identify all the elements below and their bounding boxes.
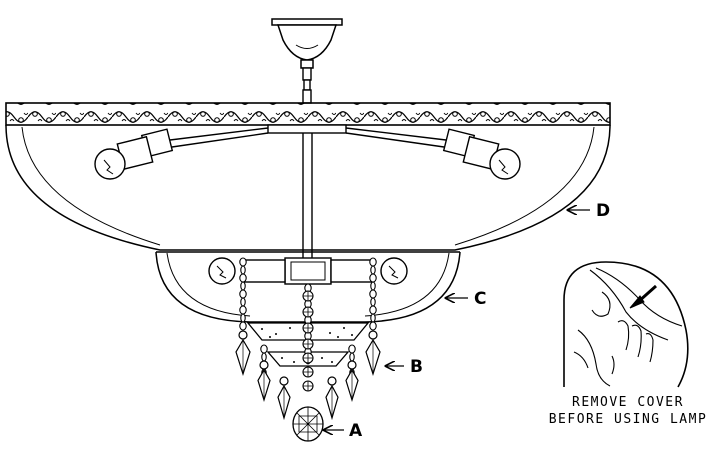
remove-cover-line-1: REMOVE COVER [572,395,684,410]
right-chain-link [370,313,376,323]
left-chain-link [239,257,247,267]
upper-glass-bowl [5,124,611,251]
right-chain-link [370,297,376,307]
center-rosette-cross [303,291,313,301]
callout-label-b: B [410,357,423,377]
down-rod [302,67,312,104]
upper-left-bulb [94,148,126,180]
inner-right-chain-link [349,352,355,362]
hand-illustration [573,267,683,387]
prism-right-inner-rosette [327,376,337,386]
callout-a: A [324,421,363,441]
inner-left-chain-link [260,344,268,354]
lower-cluster-body [242,257,374,285]
left-chain-link [240,313,246,323]
center-rosette-cross [303,307,313,317]
center-rosette-cross [303,353,313,363]
left-chain-link [239,321,247,331]
upper-left-arm [116,127,269,171]
callout-b: B [386,357,423,377]
right-chain-link [369,273,377,283]
callout-d: D [568,201,610,221]
left-chain-link [239,305,247,315]
prism-right-mid-rosette [347,360,357,370]
callout-label-d: D [596,201,610,221]
callout-label-a: A [349,421,363,441]
right-chain-link [370,265,376,275]
left-chain-link [240,265,246,275]
remove-cover-line-2: BEFORE USING LAMP [549,412,708,427]
left-chain-link [239,289,247,299]
right-chain-link [369,289,377,299]
prism-left-outer-rosette [238,330,248,340]
callout-label-c: C [474,289,486,309]
center-rosette-cross [303,381,313,391]
right-chain-link [369,257,377,267]
center-hub [267,124,347,258]
crystal-ball [292,406,324,442]
left-chain-link [240,297,246,307]
ceiling-canopy [271,18,343,69]
center-rosette-cross [303,367,313,377]
right-chain-link [370,281,376,291]
right-chain-link [369,321,377,331]
upper-right-bulb [489,148,521,180]
prism-right-outer-rosette [368,330,378,340]
callout-c: C [446,289,486,309]
upper-right-arm [345,127,500,171]
right-chain-link [369,305,377,315]
lower-right-bulb [380,257,408,285]
lower-left-bulb [208,257,236,285]
prism-left-inner-rosette [279,376,289,386]
center-rosette-cross [303,323,313,333]
inner-left-chain-link [261,352,267,362]
remove-cover-inset: REMOVE COVER BEFORE USING LAMP [549,261,708,427]
prism-left-mid-rosette [259,360,269,370]
center-rosette-cross [303,339,313,349]
inner-right-chain-link [348,344,356,354]
peel-arrow-icon [629,284,657,309]
left-chain-link [240,281,246,291]
decorative-band [5,102,611,126]
left-chain-link [239,273,247,283]
crystal-prisms [235,330,381,421]
